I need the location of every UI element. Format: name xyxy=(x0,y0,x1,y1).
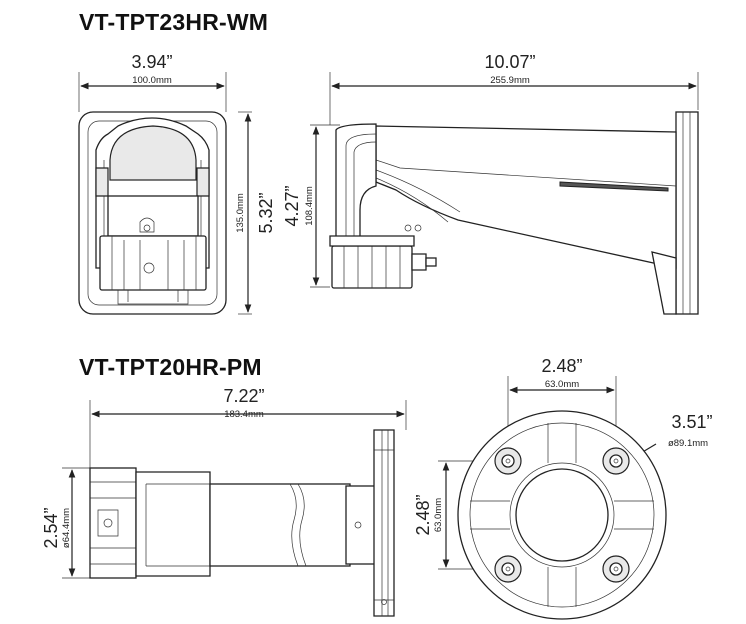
mounting-hole-bottom-left xyxy=(494,555,522,583)
wall-mount-side-view: 10.07” 255.9mm 5.32” 135.0mm 4.27” 108.4… xyxy=(235,52,699,315)
mounting-hole-top-left xyxy=(494,447,522,475)
dim-pole-length-inch: 7.22” xyxy=(223,386,264,406)
bracket-arm xyxy=(375,125,677,269)
dim-pole-diameter-mm: ø64.4mm xyxy=(61,508,72,548)
wall-mount-front-view: 3.94” 100.0mm xyxy=(78,52,227,315)
dim-total-height-inch: 5.32” xyxy=(256,192,276,233)
title-pole-mount: VT-TPT20HR-PM xyxy=(79,354,262,380)
dim-pole-length-mm: 183.4mm xyxy=(224,409,264,420)
side-wall-plate xyxy=(675,111,699,315)
pole-collar xyxy=(89,467,137,579)
dim-arm-height-mm: 108.4mm xyxy=(304,186,315,226)
title-wall-mount: VT-TPT23HR-WM xyxy=(79,9,269,35)
dim-pole-diameter-inch: 2.54” xyxy=(41,507,61,548)
dim-outer-diameter-inch: 3.51” xyxy=(671,412,712,432)
mounting-hole-top-right xyxy=(602,447,630,475)
dim-total-height-mm: 135.0mm xyxy=(235,193,246,233)
dim-hole-spacing-h-mm: 63.0mm xyxy=(545,379,579,390)
dim-hole-spacing-v-mm: 63.0mm xyxy=(433,498,444,532)
dim-hole-spacing-v-inch: 2.48” xyxy=(413,494,433,535)
dim-side-length-inch: 10.07” xyxy=(484,52,535,72)
dim-front-width-inch: 3.94” xyxy=(131,52,172,72)
dim-outer-diameter-mm: ø89.1mm xyxy=(668,438,708,449)
mounting-hole-bottom-right xyxy=(602,555,630,583)
dim-front-width-mm: 100.0mm xyxy=(132,75,172,86)
dim-arm-height-inch: 4.27” xyxy=(282,185,302,226)
flange-center-hole xyxy=(515,468,609,562)
dim-side-length-mm: 255.9mm xyxy=(490,75,530,86)
pole-mount-front-view: 2.48” 63.0mm 2.48” 63.0mm 3.51” ø89.1mm xyxy=(413,356,713,620)
dim-hole-spacing-h-inch: 2.48” xyxy=(541,356,582,376)
pole-end-plate xyxy=(373,429,395,617)
pole-housing xyxy=(135,471,211,577)
pole-mount-side-view: 7.22” 183.4mm 2.54” ø64.4mm xyxy=(41,386,407,617)
pole-tube xyxy=(209,483,351,567)
